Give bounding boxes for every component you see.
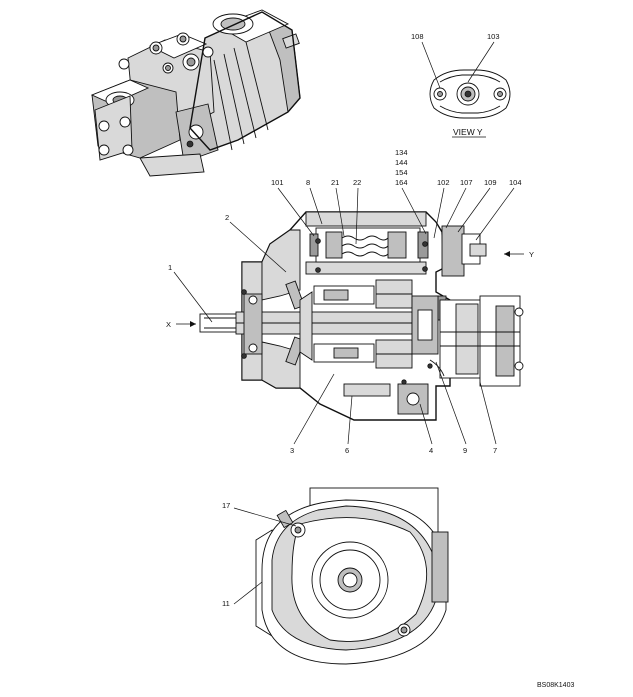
leader-107 [445,187,467,229]
section-view: X Y 101 8 21 22 134 144 154 164 102 107 … [166,148,534,455]
part-label-104: 104 [509,178,522,187]
part-label-4: 4 [429,446,433,455]
part-label-8: 8 [306,178,310,187]
leader-104 [475,187,515,241]
part-label-3: 3 [290,446,294,455]
part-label-109: 109 [484,178,497,187]
arrow-y: Y [504,250,534,259]
part-label-102: 102 [437,178,450,187]
part-label-17: 17 [222,501,230,510]
leader-1 [173,271,213,323]
part-label-11: 11 [222,599,230,608]
leader-3 [293,373,335,445]
part-label-21: 21 [331,178,339,187]
view-y-caption: VIEW Y [453,127,483,137]
view-y-detail: 108 103 VIEW Y [411,32,511,138]
part-label-144: 144 [395,158,408,167]
part-label-103: 103 [487,32,500,41]
part-label-22: 22 [353,178,361,187]
part-label-107: 107 [460,178,473,187]
leader-101 [277,187,315,237]
isometric-pump-assembly [90,9,301,177]
part-label-134: 134 [395,148,408,157]
leader-108 [421,41,441,89]
end-view: 17 11 [222,487,449,665]
part-label-7: 7 [493,446,497,455]
part-label-164: 164 [395,178,408,187]
leader-17 [233,507,297,527]
leader-9 [435,361,467,445]
part-label-9: 9 [463,446,467,455]
part-label-2: 2 [225,213,229,222]
arrow-x: X [166,320,196,329]
arrow-label-x: X [166,320,171,329]
part-label-101: 101 [271,178,284,187]
leader-103 [467,41,495,83]
leader-2 [229,221,287,273]
part-label-1: 1 [168,263,172,272]
part-label-6: 6 [345,446,349,455]
leader-102 [433,187,445,239]
leader-11 [233,581,263,605]
leader-6 [347,395,353,445]
figure-code: BS08K1403 [537,682,574,689]
leader-8 [309,187,323,225]
leader-22 [355,187,359,245]
arrow-label-y: Y [529,250,534,259]
leader-7 [479,381,497,445]
leader-21 [335,187,345,237]
part-label-154: 154 [395,168,408,177]
leader-109 [457,187,491,233]
leader-4 [419,403,433,445]
leader-134-164 [401,187,427,235]
part-label-108: 108 [411,32,424,41]
